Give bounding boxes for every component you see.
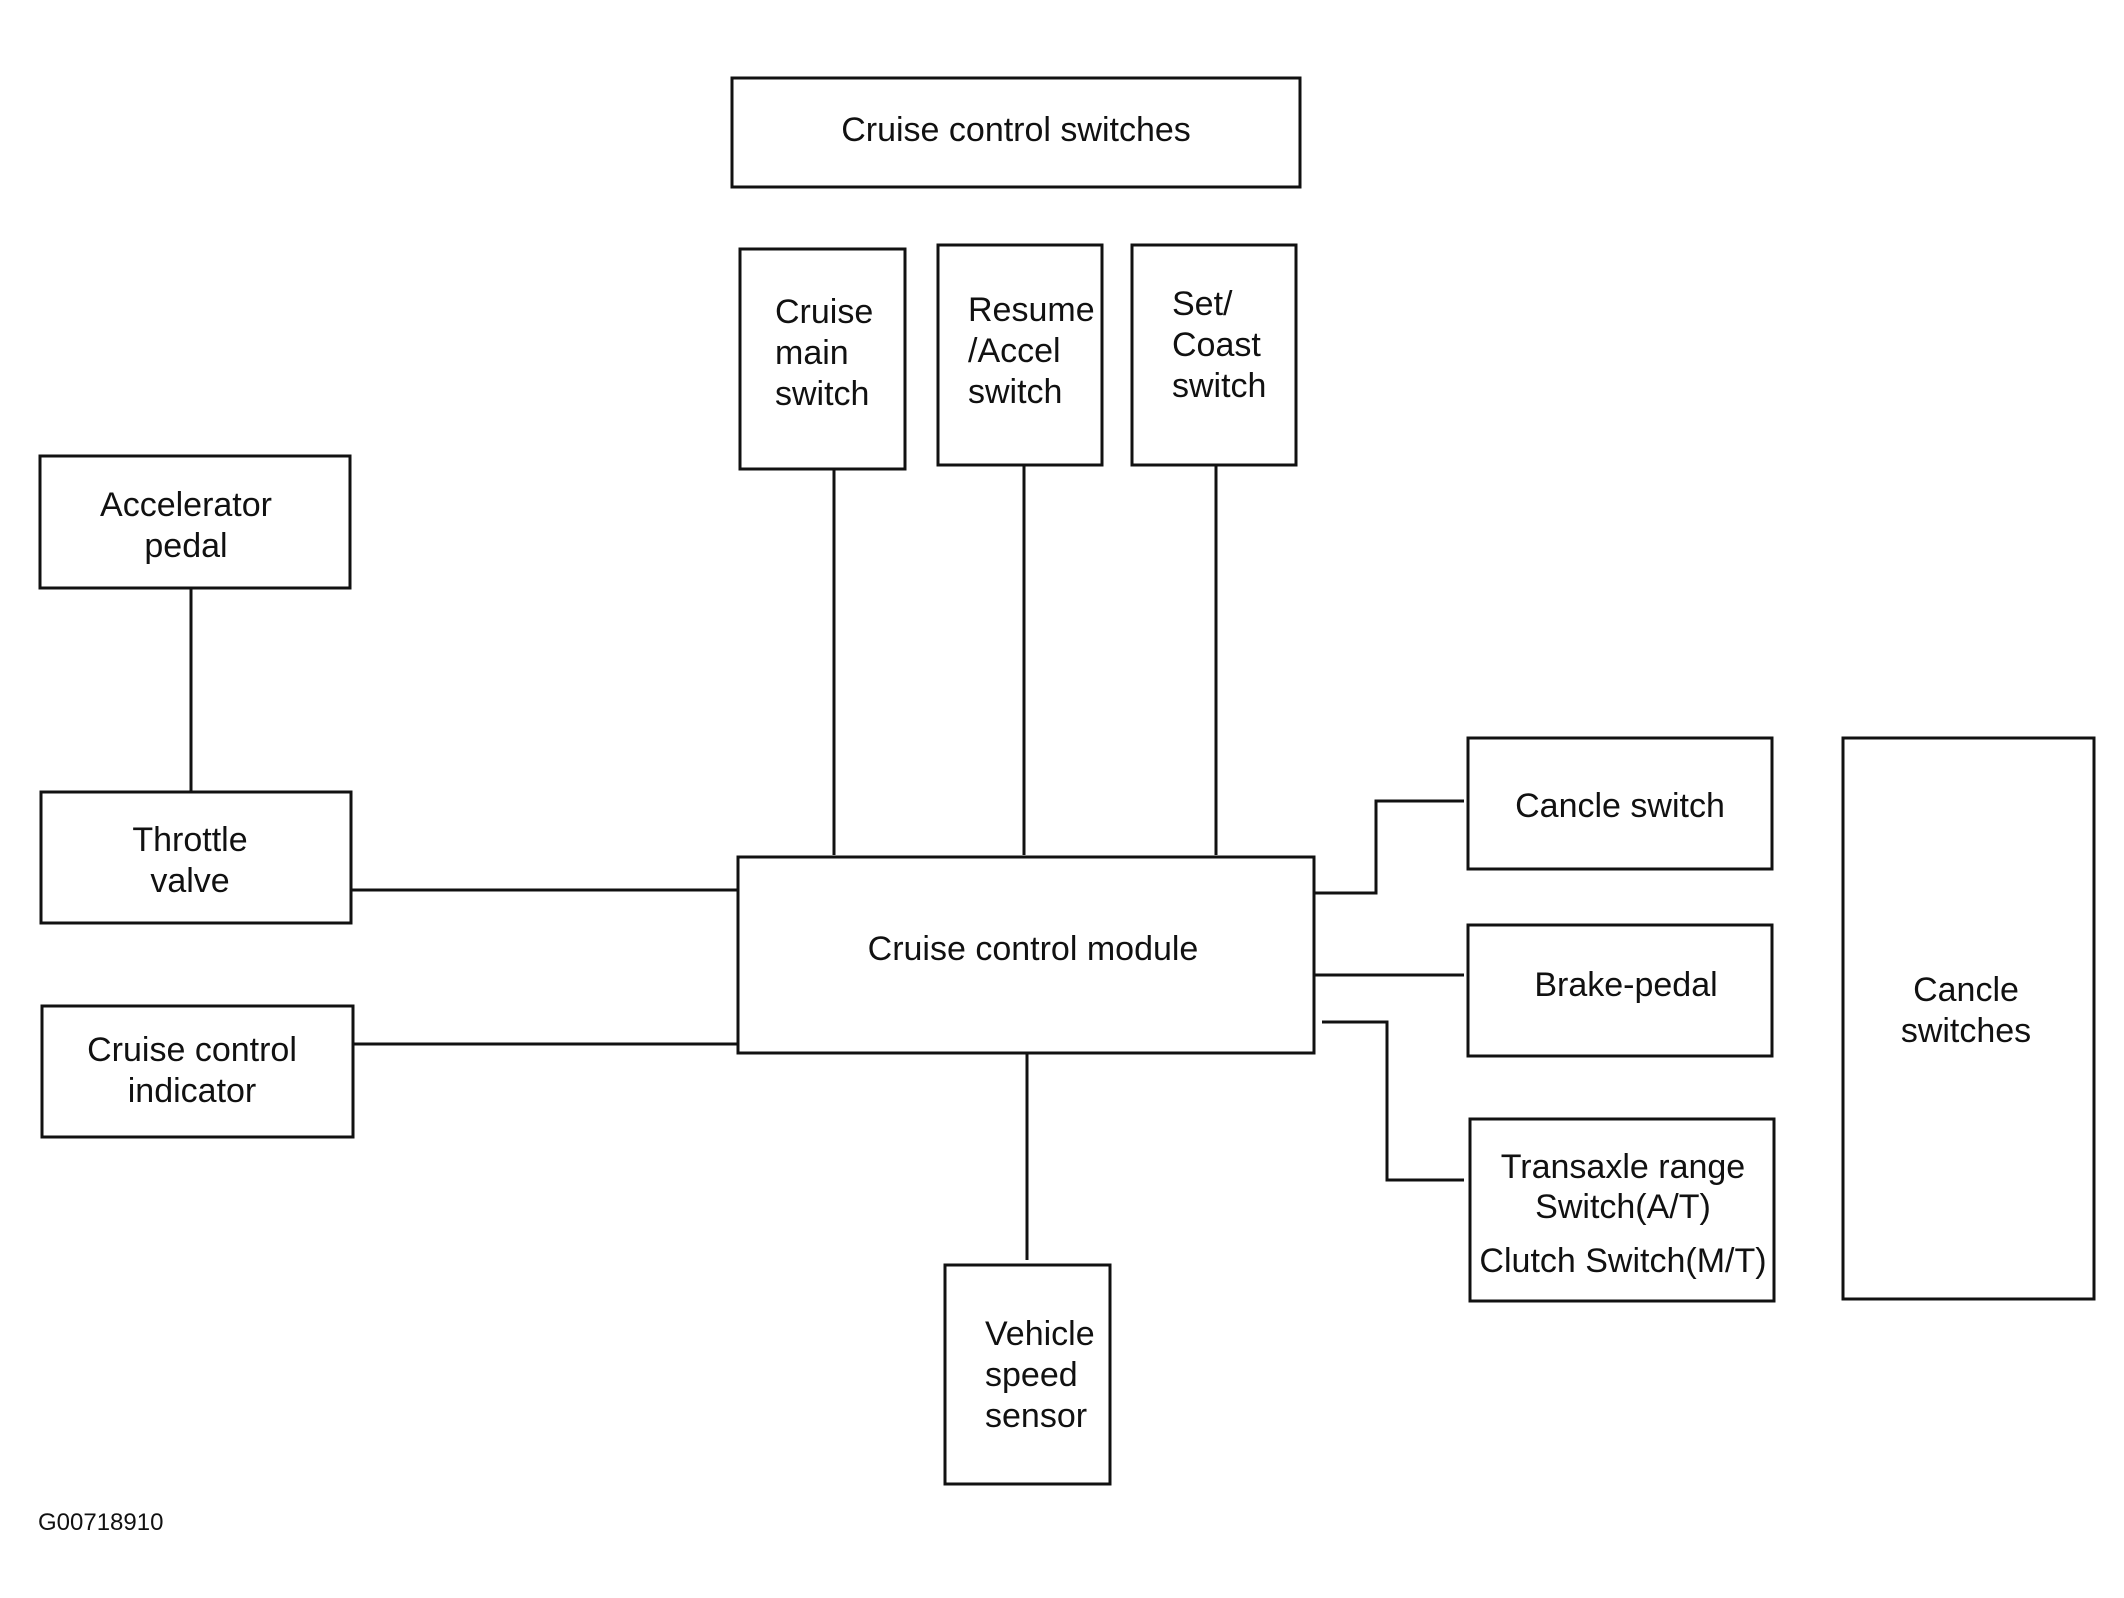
- accelerator-pedal-box: Accelerator pedal: [38, 454, 352, 590]
- vehicle-speed-sensor-label-1: Vehicle: [985, 1315, 1095, 1353]
- cruise-main-switch-label-1: Cruise: [775, 293, 873, 331]
- throttle-valve-label-2: valve: [150, 862, 229, 900]
- cruise-control-switches-label: Cruise control switches: [841, 111, 1191, 149]
- throttle-valve-box: Throttle valve: [39, 790, 353, 925]
- cruise-control-module-box: Cruise control module: [736, 855, 1316, 1055]
- cancel-switches-group-box: Cancle switches: [1841, 736, 2096, 1301]
- accelerator-pedal-label-1: Accelerator: [100, 486, 272, 524]
- brake-pedal-label: Brake-pedal: [1534, 966, 1717, 1004]
- figure-code: G00718910: [38, 1509, 163, 1536]
- wire-module-to-transaxle: [1322, 1020, 1464, 1182]
- cruise-control-indicator-box: Cruise control indicator: [40, 1004, 355, 1139]
- cancel-switches-label-2: switches: [1901, 1012, 2031, 1050]
- cruise-main-switch-box: Cruise main switch: [738, 247, 907, 471]
- brake-pedal-box: Brake-pedal: [1466, 923, 1774, 1058]
- cruise-main-switch-label-3: switch: [775, 375, 869, 413]
- resume-accel-switch-label-2: /Accel: [968, 332, 1061, 370]
- resume-accel-switch-label-3: switch: [968, 373, 1062, 411]
- cancel-switch-box: Cancle switch: [1466, 736, 1774, 871]
- wire-module-to-cancel-switch: [1314, 799, 1464, 895]
- connections: [189, 465, 1464, 1260]
- cruise-control-module-label: Cruise control module: [868, 930, 1199, 968]
- set-coast-switch-label-1: Set/: [1172, 285, 1233, 323]
- resume-accel-switch-label-1: Resume: [968, 291, 1095, 329]
- throttle-valve-label-1: Throttle: [132, 821, 247, 859]
- cruise-main-switch-label-2: main: [775, 334, 849, 372]
- set-coast-switch-label-2: Coast: [1172, 326, 1261, 364]
- cruise-control-indicator-label-2: indicator: [128, 1072, 257, 1110]
- transaxle-switch-at-label: Switch(A/T): [1535, 1188, 1711, 1226]
- set-coast-switch-box: Set/ Coast switch: [1130, 243, 1298, 467]
- transaxle-range-label: Transaxle range: [1501, 1148, 1745, 1186]
- transaxle-clutch-switch-box: Transaxle range Switch(A/T) Clutch Switc…: [1468, 1117, 1776, 1303]
- vehicle-speed-sensor-box: Vehicle speed sensor: [943, 1263, 1112, 1486]
- resume-accel-switch-box: Resume /Accel switch: [936, 243, 1104, 467]
- vehicle-speed-sensor-label-2: speed: [985, 1356, 1078, 1394]
- cruise-control-switches-box: Cruise control switches: [730, 76, 1302, 189]
- accelerator-pedal-label-2: pedal: [144, 527, 227, 565]
- cruise-control-indicator-label-1: Cruise control: [87, 1031, 297, 1069]
- clutch-switch-mt-label: Clutch Switch(M/T): [1479, 1242, 1766, 1280]
- cancel-switch-label: Cancle switch: [1515, 787, 1725, 825]
- cancel-switches-label-1: Cancle: [1913, 971, 2019, 1009]
- vehicle-speed-sensor-label-3: sensor: [985, 1397, 1087, 1435]
- set-coast-switch-label-3: switch: [1172, 367, 1266, 405]
